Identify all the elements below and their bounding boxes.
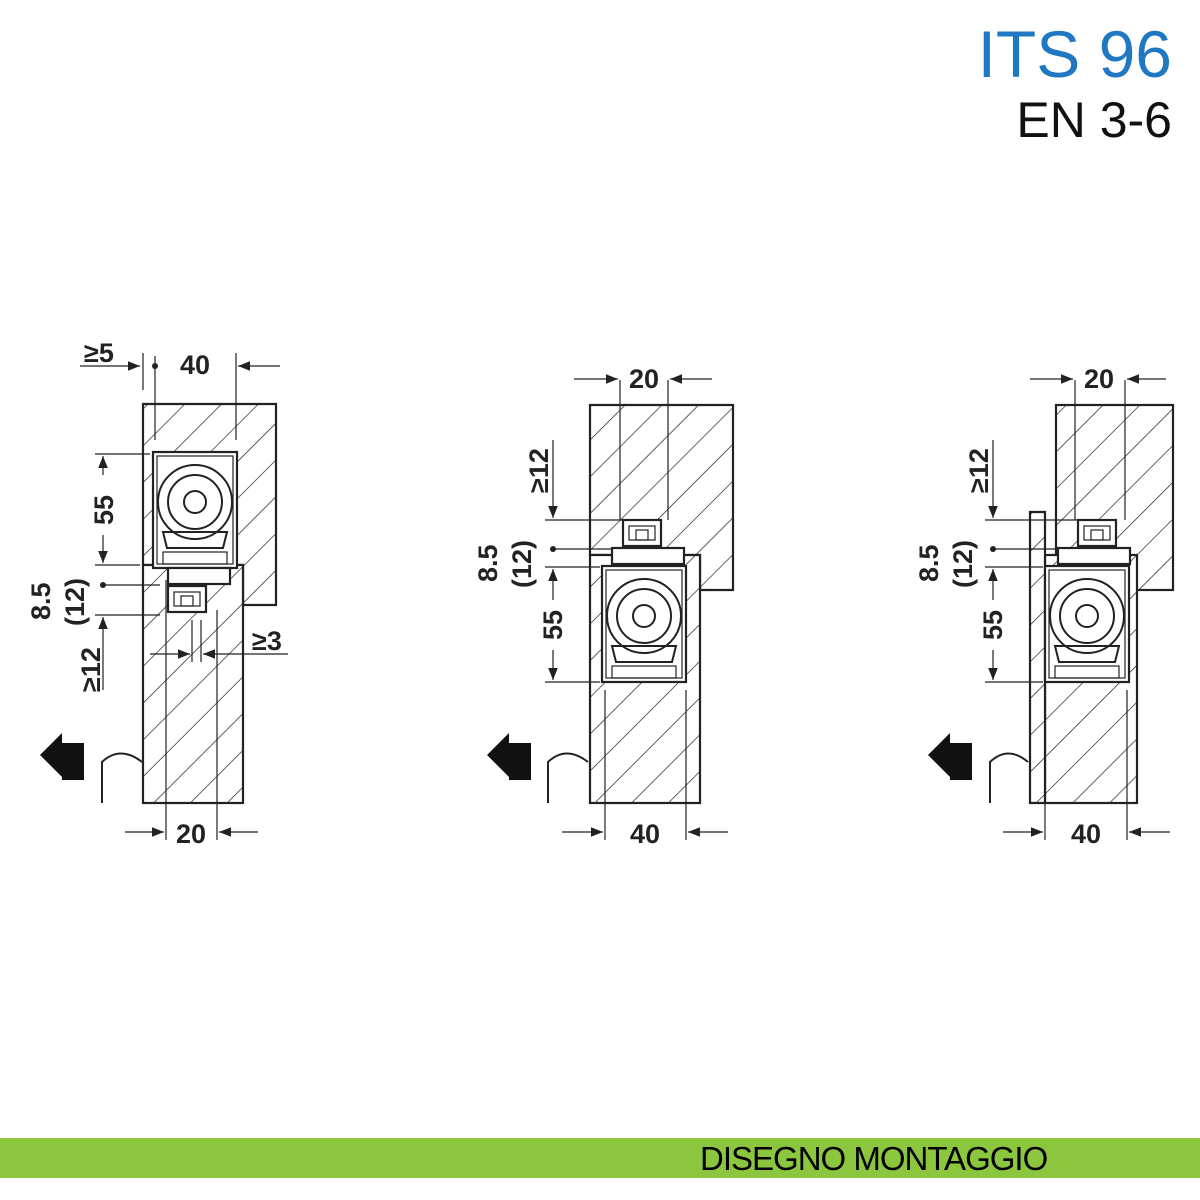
dim-closer-height: 55 — [978, 610, 1008, 640]
drawing-3: 20 ≥12 8.5 (12) 55 40 — [914, 364, 1175, 849]
floor-stop — [547, 752, 589, 803]
dim-offset-alt: (12) — [60, 578, 90, 626]
dim-offset: 8.5 — [473, 544, 503, 582]
dim-closer-height: 55 — [89, 495, 119, 525]
dim-offset: 8.5 — [26, 582, 56, 620]
closer-body — [600, 564, 688, 684]
dim-side: ≥3 — [252, 626, 282, 656]
slide-arm — [610, 546, 686, 566]
slide-arm — [166, 566, 232, 586]
dim-top-width: 40 — [180, 350, 210, 380]
dim-offset: 8.5 — [914, 544, 944, 582]
dim-gap: ≥5 — [84, 338, 114, 368]
dim-top-width: 20 — [629, 364, 659, 394]
direction-arrow-icon — [40, 733, 84, 780]
slide-arm — [1056, 546, 1132, 566]
floor-stop — [101, 752, 143, 803]
floor-stop — [989, 752, 1029, 803]
dim-top-width: 20 — [1084, 364, 1114, 394]
direction-arrow-icon — [928, 733, 972, 780]
dim-min-clearance: ≥12 — [524, 448, 554, 493]
dim-min-clearance: ≥12 — [964, 448, 994, 493]
product-title: ITS 96 — [977, 17, 1172, 91]
dim-bottom-width: 40 — [1071, 819, 1101, 849]
dim-bottom-width: 20 — [176, 819, 206, 849]
guide-rail — [1076, 518, 1118, 548]
door-plate — [1028, 510, 1047, 805]
guide-rail — [166, 584, 208, 614]
closer-body — [1043, 564, 1131, 684]
dim-closer-height: 55 — [538, 610, 568, 640]
product-size-range: EN 3-6 — [1016, 92, 1172, 148]
drawing-2: 20 ≥12 8.5 (12) 55 40 — [473, 364, 735, 849]
drawing-1: ≥5 40 55 8.5 (12) ≥12 ≥3 20 — [26, 338, 288, 849]
closer-body — [151, 450, 239, 570]
dim-offset-alt: (12) — [507, 540, 537, 588]
direction-arrow-icon — [487, 733, 531, 780]
dim-min-clearance: ≥12 — [76, 647, 106, 692]
guide-rail — [621, 518, 663, 548]
dim-offset-alt: (12) — [948, 540, 978, 588]
footer-bar: DISEGNO MONTAGGIO — [0, 1138, 1200, 1178]
dim-bottom-width: 40 — [630, 819, 660, 849]
footer-label: DISEGNO MONTAGGIO — [700, 1140, 1048, 1177]
